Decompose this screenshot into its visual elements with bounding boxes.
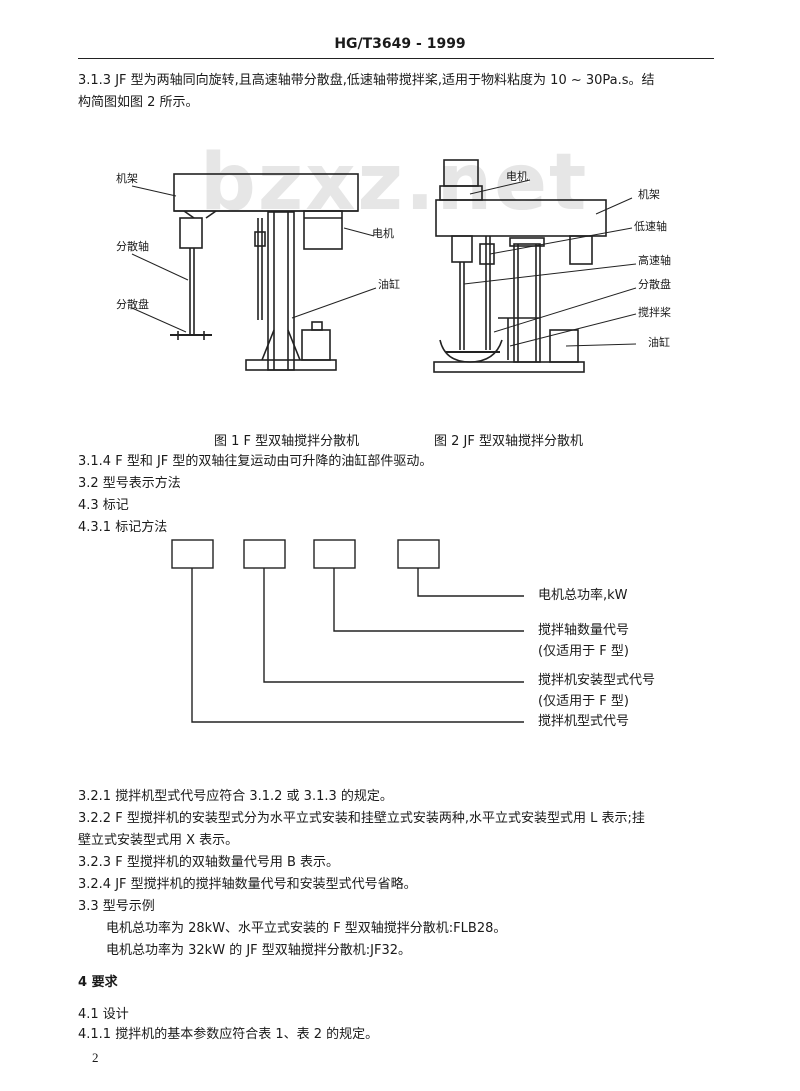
fig2-label-low-shaft: 低速轴 (634, 220, 667, 233)
fig2-label-paddle: 搅拌桨 (638, 306, 671, 319)
marking-label-install-note: (仅适用于 F 型) (538, 694, 629, 709)
marking-diagram (171, 539, 524, 723)
document-code-header: HG/T3649 - 1999 (334, 36, 466, 52)
heading-4: 4 要求 (78, 975, 118, 990)
heading-3-3: 3.3 型号示例 (78, 899, 155, 914)
example-2: 电机总功率为 32kW 的 JF 型双轴搅拌分散机:JF32。 (106, 943, 411, 958)
heading-4-1: 4.1 设计 (78, 1007, 129, 1022)
marking-label-type: 搅拌机型式代号 (538, 714, 630, 729)
fig2-label-disc: 分散盘 (638, 278, 671, 291)
para-3-2-3: 3.2.3 F 型搅拌机的双轴数量代号用 B 表示。 (78, 855, 340, 870)
example-1: 电机总功率为 28kW、水平立式安装的 F 型双轴搅拌分散机:FLB28。 (106, 921, 507, 936)
fig2-label-tank: 油缸 (648, 336, 670, 349)
marking-label-install: 搅拌机安装型式代号 (538, 673, 656, 688)
fig2-label-motor: 电机 (506, 170, 528, 183)
mark-box-type (171, 539, 214, 569)
para-3-1-4: 3.1.4 F 型和 JF 型的双轴往复运动由可升降的油缸部件驱动。 (78, 454, 433, 469)
watermark: bzxz.net (200, 138, 589, 228)
heading-3-2: 3.2 型号表示方法 (78, 476, 181, 491)
para-3-2-1: 3.2.1 搅拌机型式代号应符合 3.1.2 或 3.1.3 的规定。 (78, 789, 393, 804)
figure-2-drawing (433, 159, 637, 373)
fig1-label-motor: 电机 (372, 227, 394, 240)
mark-box-power (397, 539, 440, 569)
marking-label-power: 电机总功率,kW (538, 588, 628, 603)
fig1-label-tank: 油缸 (378, 278, 400, 291)
fig2-label-frame: 机架 (638, 188, 660, 201)
mark-box-install (243, 539, 286, 569)
header-rule (78, 58, 714, 59)
page-number: 2 (92, 1050, 99, 1065)
fig2-label-high-shaft: 高速轴 (638, 254, 671, 267)
fig1-label-disc: 分散盘 (116, 298, 149, 311)
para-3-2-4: 3.2.4 JF 型搅拌机的搅拌轴数量代号和安装型式代号省略。 (78, 877, 417, 892)
para-3-2-2-line-2: 壁立式安装型式用 X 表示。 (78, 833, 239, 848)
figure-2-caption: 图 2 JF 型双轴搅拌分散机 (434, 434, 583, 449)
fig1-label-frame: 机架 (116, 172, 138, 185)
para-3-1-3-line-1: 3.1.3 JF 型为两轴同向旋转,且高速轴带分散盘,低速轴带搅拌桨,适用于物料… (78, 73, 655, 88)
para-4-1-1: 4.1.1 搅拌机的基本参数应符合表 1、表 2 的规定。 (78, 1027, 379, 1042)
figure-1-caption: 图 1 F 型双轴搅拌分散机 (214, 434, 360, 449)
mark-box-shaft-count (313, 539, 356, 569)
heading-4-3: 4.3 标记 (78, 498, 129, 513)
figure-1-drawing (131, 173, 377, 371)
para-3-2-2-line-1: 3.2.2 F 型搅拌机的安装型式分为水平立式安装和挂壁立式安装两种,水平立式安… (78, 811, 645, 826)
fig1-label-shaft: 分散轴 (116, 240, 149, 253)
marking-label-shaft-count: 搅拌轴数量代号 (538, 623, 630, 638)
para-3-1-3-line-2: 构简图如图 2 所示。 (78, 95, 199, 110)
marking-label-shaft-count-note: (仅适用于 F 型) (538, 644, 629, 659)
heading-4-3-1: 4.3.1 标记方法 (78, 520, 168, 535)
